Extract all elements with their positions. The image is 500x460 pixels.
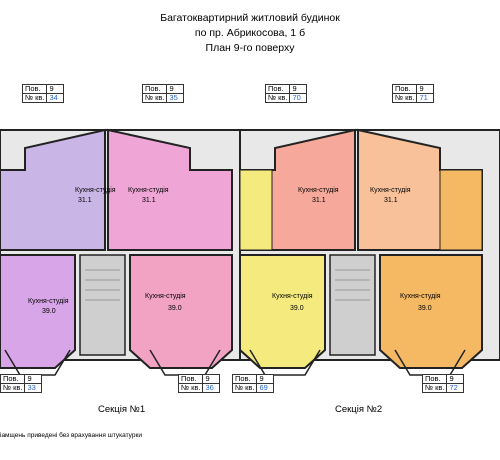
apt-value: 36 bbox=[202, 383, 221, 393]
apt-label: № кв. bbox=[0, 383, 26, 393]
apt-box-72: Пов.9 № кв.72 bbox=[421, 374, 465, 393]
apt-value: 70 bbox=[289, 93, 308, 103]
area-kitchen-36: 39.0 bbox=[168, 305, 182, 312]
apt-value: 69 bbox=[256, 383, 275, 393]
area-kitchen-35: 31.1 bbox=[142, 197, 156, 204]
apartment-69 bbox=[239, 254, 326, 369]
apt-box-69: Пов.9 № кв.69 bbox=[231, 374, 275, 393]
area-kitchen-70: 31.1 bbox=[312, 197, 326, 204]
apt-box-71: Пов.9 № кв.71 bbox=[391, 84, 435, 103]
title-line-3: План 9-го поверху bbox=[205, 42, 295, 54]
room-kitchen-69: Кухня-студія bbox=[272, 293, 313, 300]
section-2-label: Секція №2 bbox=[335, 404, 383, 415]
apartment-36 bbox=[129, 254, 233, 369]
area-kitchen-34: 31.1 bbox=[78, 197, 92, 204]
area-kitchen-69: 39.0 bbox=[290, 305, 304, 312]
apartment-72 bbox=[379, 254, 483, 369]
area-kitchen-33: 39.0 bbox=[42, 308, 56, 315]
room-kitchen-33: Кухня-студія bbox=[28, 298, 69, 305]
room-kitchen-71: Кухня-студія bbox=[370, 187, 411, 194]
apt-box-36: Пов.9 № кв.36 bbox=[177, 374, 221, 393]
footnote: іамщень приведені без врахування штукату… bbox=[0, 432, 142, 439]
apt-label: № кв. bbox=[264, 93, 291, 103]
stair-core-1 bbox=[79, 254, 126, 356]
section-1-label: Секція №1 bbox=[98, 404, 146, 415]
title-line-2: по пр. Абрикосова, 1 б bbox=[194, 27, 306, 39]
apt-label: № кв. bbox=[231, 383, 258, 393]
apt-box-34: Пов.9 № кв.34 bbox=[21, 84, 65, 103]
apt-box-33: Пов.9 № кв.33 bbox=[0, 374, 43, 393]
apt-label: № кв. bbox=[21, 93, 48, 103]
area-kitchen-72: 39.0 bbox=[418, 305, 432, 312]
room-kitchen-35: Кухня-студія bbox=[128, 187, 169, 194]
apartment-35 bbox=[107, 128, 233, 251]
apt-value: 34 bbox=[46, 93, 65, 103]
room-kitchen-72: Кухня-студія bbox=[400, 293, 441, 300]
apartment-34 bbox=[0, 128, 106, 251]
stair-core-2 bbox=[329, 254, 376, 356]
apt-box-35: Пов.9 № кв.35 bbox=[141, 84, 185, 103]
apt-box-70: Пов.9 № кв.70 bbox=[264, 84, 308, 103]
apt-label: № кв. bbox=[177, 383, 204, 393]
apt-label: № кв. bbox=[421, 383, 448, 393]
apartment-33 bbox=[0, 254, 76, 369]
apt-value: 35 bbox=[166, 93, 185, 103]
apt-value: 33 bbox=[24, 383, 43, 393]
apt-value: 71 bbox=[416, 93, 435, 103]
apt-label: № кв. bbox=[391, 93, 418, 103]
room-kitchen-36: Кухня-студія bbox=[145, 293, 186, 300]
apt-label: № кв. bbox=[141, 93, 168, 103]
area-kitchen-71: 31.1 bbox=[384, 197, 398, 204]
room-kitchen-34: Кухня-студія bbox=[75, 187, 116, 194]
apt-value: 72 bbox=[446, 383, 465, 393]
apartment-70 bbox=[239, 128, 356, 251]
title-line-1: Багатоквартирний житловий будинок bbox=[160, 12, 340, 24]
room-kitchen-70: Кухня-студія bbox=[298, 187, 339, 194]
apartment-71 bbox=[357, 128, 483, 251]
